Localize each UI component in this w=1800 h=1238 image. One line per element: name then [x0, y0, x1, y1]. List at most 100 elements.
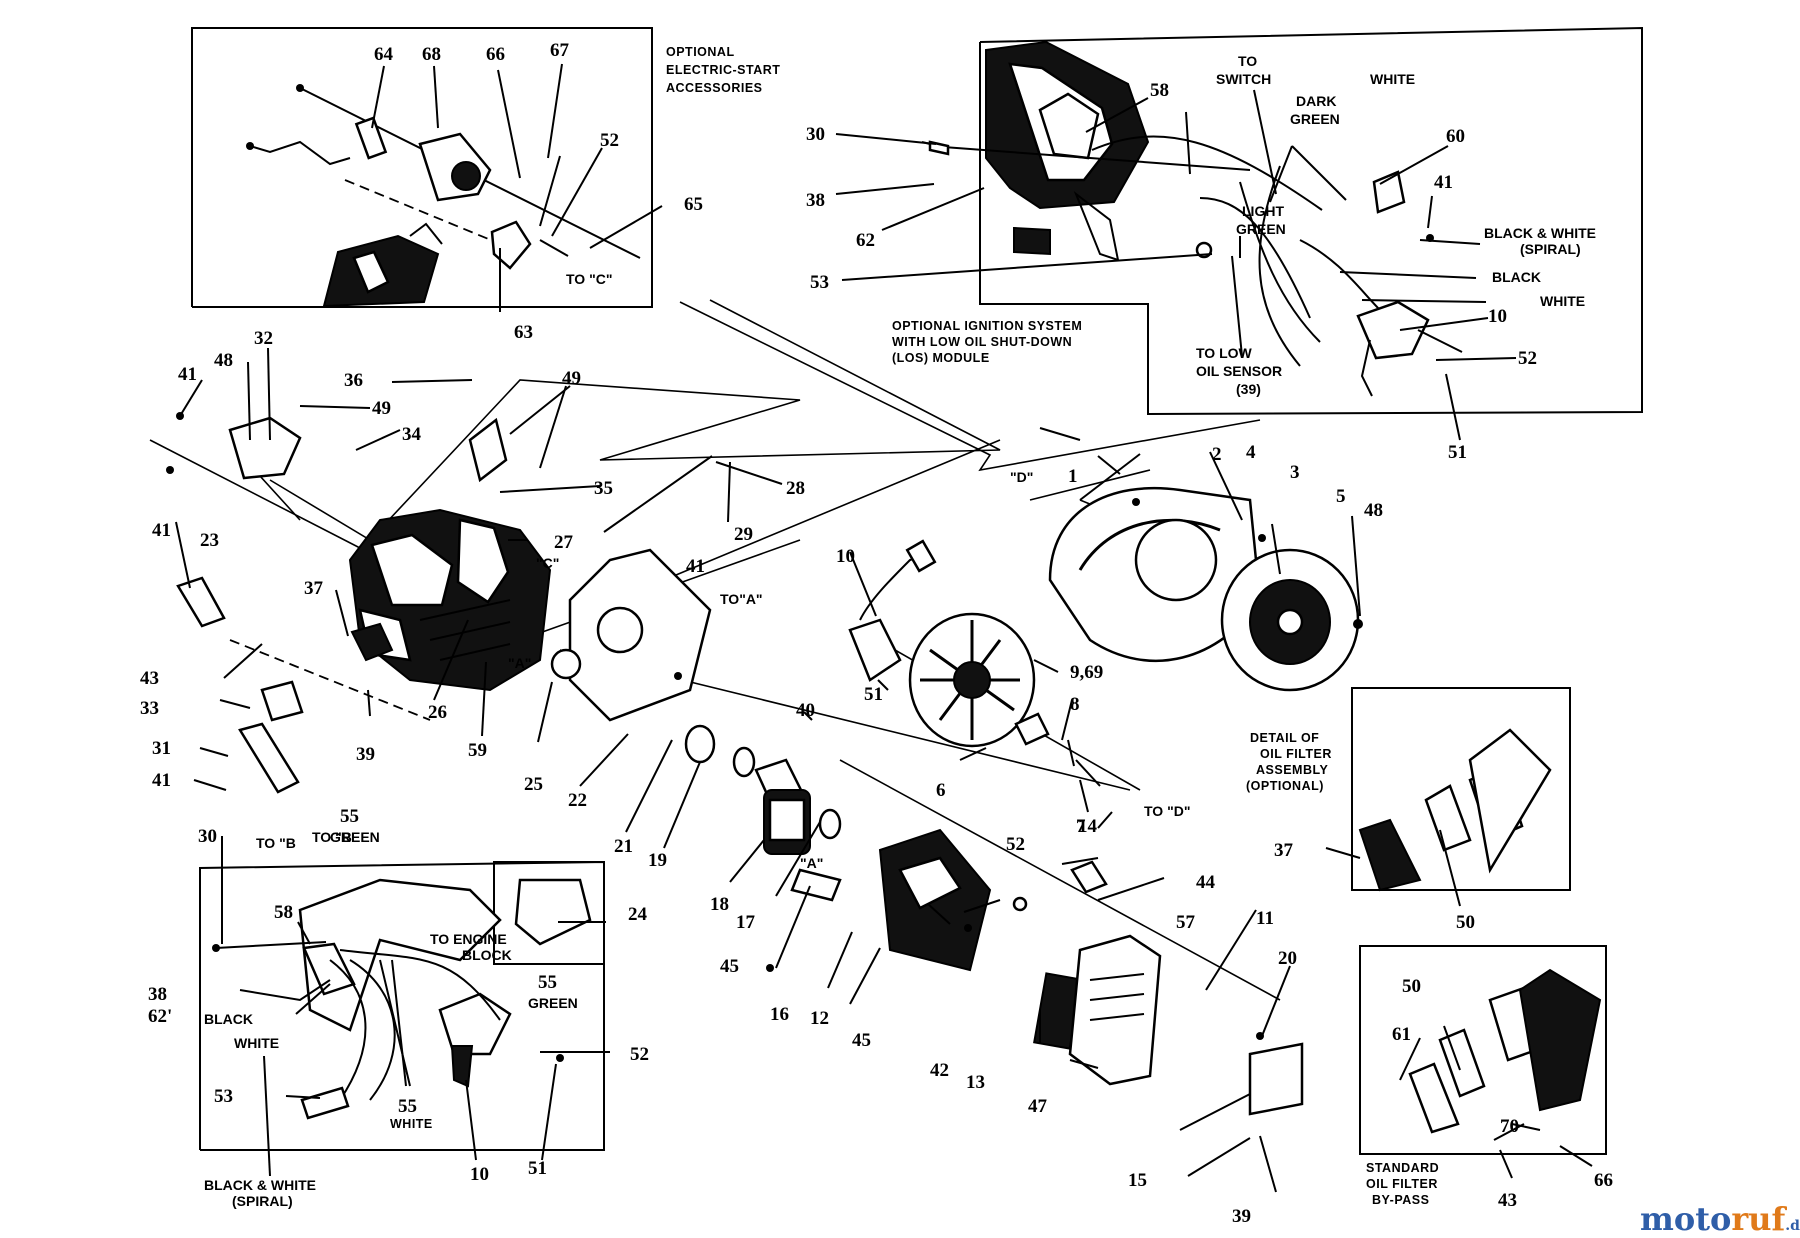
label-white-bottom: WHITE	[234, 1035, 279, 1051]
part-num: 62	[856, 230, 875, 251]
part-num: 42	[930, 1060, 949, 1081]
ref-a2: "A"	[800, 855, 823, 871]
label-to-switch-line1: TO	[1238, 53, 1257, 69]
part-num: 55	[340, 806, 359, 827]
part-num: 57	[1176, 912, 1196, 933]
part-num: 61	[1392, 1024, 1411, 1045]
leader-lines	[175, 63, 1593, 1193]
label-black-bottom: BLACK	[204, 1011, 253, 1027]
caption-electric-start-line2: ELECTRIC-START	[666, 63, 780, 77]
part-num: 17	[736, 912, 756, 933]
part-num: 41	[152, 770, 171, 791]
watermark-ruf: ruf	[1731, 1200, 1786, 1238]
part-num: 64	[374, 44, 394, 65]
part-num: 51	[1448, 442, 1467, 463]
caption-ignition-line2: WITH LOW OIL SHUT-DOWN	[892, 335, 1072, 349]
caption-oil-filter-detail-line1: DETAIL OF	[1250, 731, 1319, 745]
part-num: 40	[796, 700, 815, 721]
ref-to-a: TO"A"	[720, 591, 763, 607]
part-num: 41	[686, 556, 705, 577]
part-num: 52	[1518, 348, 1537, 369]
air-cleaner	[878, 828, 1304, 1116]
part-num: 51	[864, 684, 883, 705]
label-to-low-oil-line3: (39)	[1236, 381, 1261, 397]
part-num: 8	[1070, 694, 1080, 715]
part-num: 9,69	[1070, 662, 1103, 683]
caption-electric-start-line1: OPTIONAL	[666, 45, 735, 59]
label-dark-green-line1: DARK	[1296, 93, 1336, 109]
reference-labels: TO "C" "D" "C" TO"A" "A" TO "B TO "D" "A…	[256, 271, 1190, 871]
part-num: 1	[1068, 466, 1078, 487]
part-num: 50	[1402, 976, 1421, 997]
part-num: 39	[356, 744, 375, 765]
blower-housing	[1048, 486, 1262, 662]
label-green-56: GREEN	[528, 995, 578, 1011]
label-green-55: GREEN	[330, 829, 380, 845]
label-white: WHITE	[1370, 71, 1415, 87]
watermark-motor: moto	[1640, 1200, 1732, 1238]
label-to-low-oil-line1: TO LOW	[1196, 345, 1253, 361]
part-num: 10	[836, 546, 855, 567]
part-num: 41	[1434, 172, 1453, 193]
part-num: 58	[1150, 80, 1169, 101]
part-num: 50	[1456, 912, 1475, 933]
part-num: 39	[1232, 1206, 1251, 1227]
part-num: 38	[806, 190, 825, 211]
part-num: 10	[1488, 306, 1507, 327]
label-black-white-line1: BLACK & WHITE	[1484, 225, 1596, 241]
electric-start-artwork	[246, 84, 641, 308]
part-num: 29	[734, 524, 753, 545]
caption-bypass-line1: STANDARD	[1366, 1161, 1439, 1175]
caption-bypass-line3: BY-PASS	[1372, 1193, 1429, 1207]
part-number-labels: 64 68 66 67 52 65 63 30 38 62 53 58 60 4…	[140, 40, 1613, 1227]
part-num: 41	[178, 364, 197, 385]
part-num: 4	[1246, 442, 1256, 463]
part-num: 48	[1364, 500, 1383, 521]
label-black-white-line2: (SPIRAL)	[1520, 241, 1581, 257]
label-to-b: TO "B	[312, 829, 352, 845]
part-num: 34	[402, 424, 422, 445]
part-num: 68	[422, 44, 441, 65]
part-num: 16	[770, 1004, 789, 1025]
part-num: 19	[648, 850, 667, 871]
part-num: 10	[470, 1164, 489, 1185]
carburetor	[684, 724, 842, 855]
part-num: 33	[140, 698, 159, 719]
part-num: 58	[274, 902, 293, 923]
part-num: 44	[1196, 872, 1216, 893]
ref-to-b: TO "B	[256, 835, 296, 851]
part-num: 2	[1212, 444, 1222, 465]
part-num: 25	[524, 774, 543, 795]
part-num: 48	[214, 350, 233, 371]
part-num: 30	[198, 826, 217, 847]
label-black: BLACK	[1492, 269, 1541, 285]
part-num: 15	[1128, 1170, 1147, 1191]
part-num: 52	[630, 1044, 649, 1065]
part-num: 51	[528, 1158, 547, 1179]
part-num: 47	[1028, 1096, 1048, 1117]
part-num: 32	[254, 328, 273, 349]
part-num: 41	[152, 520, 171, 541]
label-to-engine-block-line2: BLOCK	[462, 947, 512, 963]
inset-oil-filter-detail	[1351, 687, 1571, 891]
muffler-parts	[790, 860, 1108, 912]
part-num: 5	[1336, 486, 1346, 507]
caption-oil-filter-detail-line4: (OPTIONAL)	[1246, 779, 1324, 793]
ref-to-d: TO "D"	[1144, 803, 1190, 819]
part-num: 60	[1446, 126, 1465, 147]
part-num: 49	[372, 398, 391, 419]
label-to-low-oil-line2: OIL SENSOR	[1196, 363, 1282, 379]
caption-oil-filter-detail-line3: ASSEMBLY	[1256, 763, 1328, 777]
inset-electric-start: OPTIONAL ELECTRIC-START ACCESSORIES	[191, 27, 780, 308]
ref-c: "C"	[536, 555, 559, 571]
ref-d: "D"	[1010, 469, 1033, 485]
part-num: 7	[1076, 816, 1086, 837]
ignition-artwork	[921, 40, 1463, 397]
ignition-coil	[848, 539, 937, 682]
label-to-engine-block-line1: TO ENGINE	[430, 931, 507, 947]
flywheel	[908, 612, 1050, 748]
part-num: 55	[538, 972, 557, 993]
caption-bypass-line2: OIL FILTER	[1366, 1177, 1438, 1191]
part-num: 26	[428, 702, 447, 723]
part-num: 45	[852, 1030, 871, 1051]
